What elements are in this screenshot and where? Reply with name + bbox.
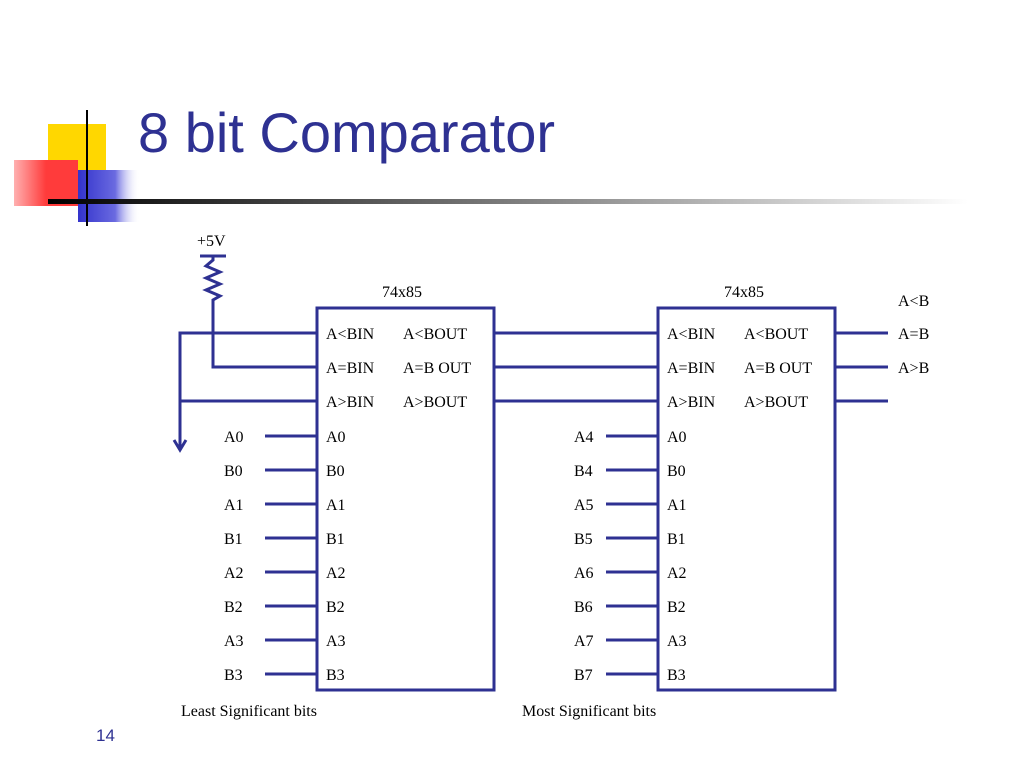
chip2-pin-label: A1 xyxy=(667,497,687,514)
chip2-external-input: B6 xyxy=(574,599,593,616)
chip1-external-input: B2 xyxy=(224,599,243,616)
chip2-pin-label: B1 xyxy=(667,531,686,548)
chip1-external-input: A1 xyxy=(224,497,244,514)
chip1-pin-label: B1 xyxy=(326,531,345,548)
chip1-pin-label: A3 xyxy=(326,633,346,650)
chip2-external-input: A5 xyxy=(574,497,594,514)
chip1-pin-label: B3 xyxy=(326,667,345,684)
ground-arrow xyxy=(172,439,188,453)
chip2-pin-label: A<BIN xyxy=(667,326,716,343)
chip1-external-input: B3 xyxy=(224,667,243,684)
chip2-pin-label: B2 xyxy=(667,599,686,616)
corner-accent-decoration xyxy=(14,110,968,226)
chip1-external-input: A3 xyxy=(224,633,244,650)
chip2-external-input: B5 xyxy=(574,531,593,548)
chip2-external-input: B4 xyxy=(574,463,593,480)
chip1-pin-label: A=BIN xyxy=(326,360,375,377)
chip2-body xyxy=(656,306,837,692)
chip1-pin-label: A<BIN xyxy=(326,326,375,343)
chip2-output-label: A=B OUT xyxy=(744,360,812,377)
chip1-external-input: A2 xyxy=(224,565,244,582)
chip2-output-label: A<BOUT xyxy=(744,326,808,343)
chip1-pin-label: A0 xyxy=(326,429,346,446)
msb-caption: Most Significant bits xyxy=(522,703,656,720)
slide-title: 8 bit Comparator xyxy=(138,101,556,164)
chip2-external-input: B7 xyxy=(574,667,593,684)
accent-red-square xyxy=(14,160,78,206)
chip2-pin-label: B0 xyxy=(667,463,686,480)
chip1-output-label: A=B OUT xyxy=(403,360,471,377)
chip1-pin-label: B2 xyxy=(326,599,345,616)
chip1-external-input: A0 xyxy=(224,429,244,446)
chip2-pin-label: B3 xyxy=(667,667,686,684)
title-underline xyxy=(48,199,968,204)
chip1-part-label: 74x85 xyxy=(382,284,422,301)
chip2-pin-label: A3 xyxy=(667,633,687,650)
chip1-pin-label: A>BIN xyxy=(326,394,375,411)
chip1-pin-label: B0 xyxy=(326,463,345,480)
chip2-pin-label: A=BIN xyxy=(667,360,716,377)
chip2-pin-label: A>BIN xyxy=(667,394,716,411)
lsb-caption: Least Significant bits xyxy=(181,703,317,720)
final-output-label: A>B xyxy=(898,360,929,377)
chip1-output-label: A>BOUT xyxy=(403,394,467,411)
chip1-body xyxy=(315,306,496,692)
chip1-output-label: A<BOUT xyxy=(403,326,467,343)
cascade-ground-wire xyxy=(178,331,317,450)
final-output-label: A=B xyxy=(898,326,929,343)
chip2-output-label: A>BOUT xyxy=(744,394,808,411)
comparator-circuit xyxy=(172,254,888,692)
chip2-pin-label: A2 xyxy=(667,565,687,582)
final-output-label: A<B xyxy=(898,293,929,310)
page-number: 14 xyxy=(96,726,115,745)
chip2-pin-label: A0 xyxy=(667,429,687,446)
circuit-labels: +5V 74x85 74x85 A<BIN A=BIN A>BIN A0 B0 … xyxy=(181,233,929,720)
pullup-resistor xyxy=(200,254,317,369)
chip1-external-input: B1 xyxy=(224,531,243,548)
supply-label: +5V xyxy=(197,233,226,250)
chip1-pin-label: A1 xyxy=(326,497,346,514)
chip2-external-input: A7 xyxy=(574,633,594,650)
chip2-part-label: 74x85 xyxy=(724,284,764,301)
chip1-external-input: B0 xyxy=(224,463,243,480)
chip2-external-input: A4 xyxy=(574,429,594,446)
chip1-pin-label: A2 xyxy=(326,565,346,582)
accent-blue-square xyxy=(78,170,140,222)
chip2-external-input: A6 xyxy=(574,565,594,582)
